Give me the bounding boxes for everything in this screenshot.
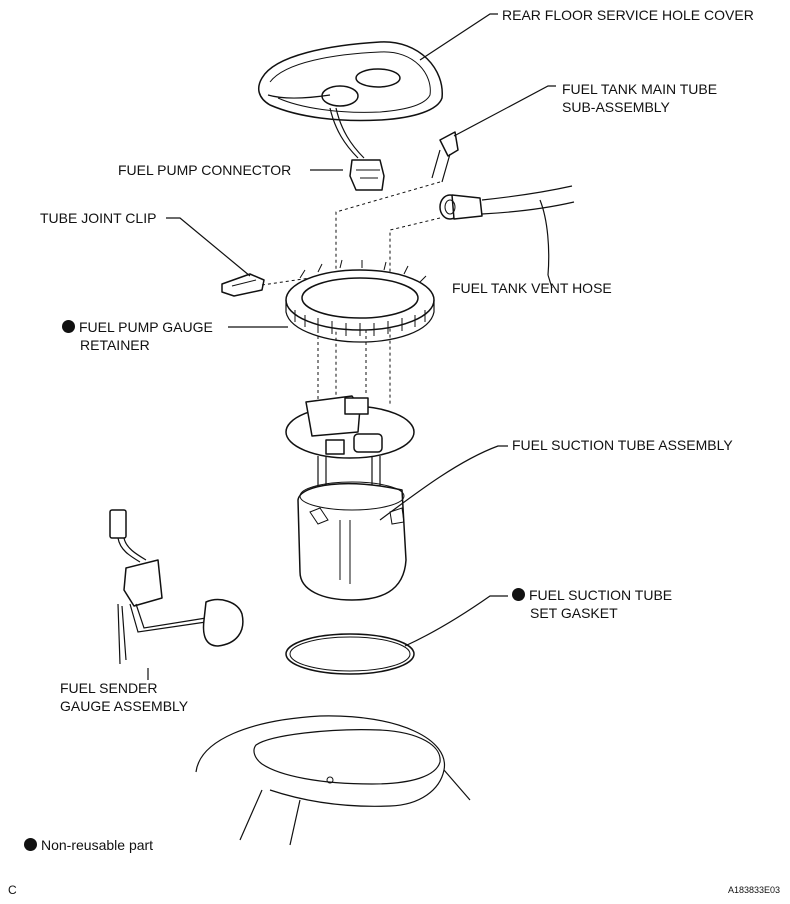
rear-floor-cover-label: REAR FLOOR SERVICE HOLE COVER [502, 7, 754, 23]
gasket-label-line1: FUEL SUCTION TUBE [512, 587, 672, 604]
tube-joint-clip-label: TUBE JOINT CLIP [40, 210, 157, 226]
fuel-pump-connector-part [310, 159, 385, 191]
pump-connector-label: FUEL PUMP CONNECTOR [118, 162, 292, 178]
alignment-lines [261, 181, 441, 418]
main-tube-part [431, 85, 556, 183]
gasket-label-line2: SET GASKET [530, 605, 618, 621]
non-reusable-dot-icon [62, 320, 75, 333]
sender-gauge-part [109, 509, 244, 665]
non-reusable-dot-icon [24, 838, 37, 851]
figure-id: A183833E03 [728, 885, 781, 895]
corner-letter: C [8, 883, 17, 897]
retainer-label-line1: FUEL PUMP GAUGE [62, 319, 213, 336]
legend: Non-reusable part [24, 837, 153, 854]
gasket-label-text: FUEL SUCTION TUBE [529, 587, 673, 603]
non-reusable-dot-icon [512, 588, 525, 601]
suction-tube-assembly-label: FUEL SUCTION TUBE ASSEMBLY [512, 437, 733, 453]
suction-gasket-part [285, 595, 508, 675]
rear-floor-cover-part [257, 41, 443, 159]
retainer-ring-part [228, 259, 435, 343]
suction-tube-assembly-part [285, 395, 508, 601]
vent-hose-part [439, 185, 575, 276]
retainer-label-line2: RETAINER [80, 337, 150, 353]
retainer-label-text: FUEL PUMP GAUGE [79, 319, 213, 335]
legend-text: Non-reusable part [41, 837, 154, 853]
tube-joint-clip-part [166, 217, 265, 297]
leader-lines [147, 13, 553, 680]
sender-label-line1: FUEL SENDER [60, 680, 158, 696]
sender-label-line2: GAUGE ASSEMBLY [60, 698, 189, 714]
main-tube-label-line2: SUB-ASSEMBLY [562, 99, 670, 115]
fuel-tank-part [195, 715, 471, 846]
main-tube-label-line1: FUEL TANK MAIN TUBE [562, 81, 718, 97]
vent-hose-label: FUEL TANK VENT HOSE [452, 280, 612, 296]
